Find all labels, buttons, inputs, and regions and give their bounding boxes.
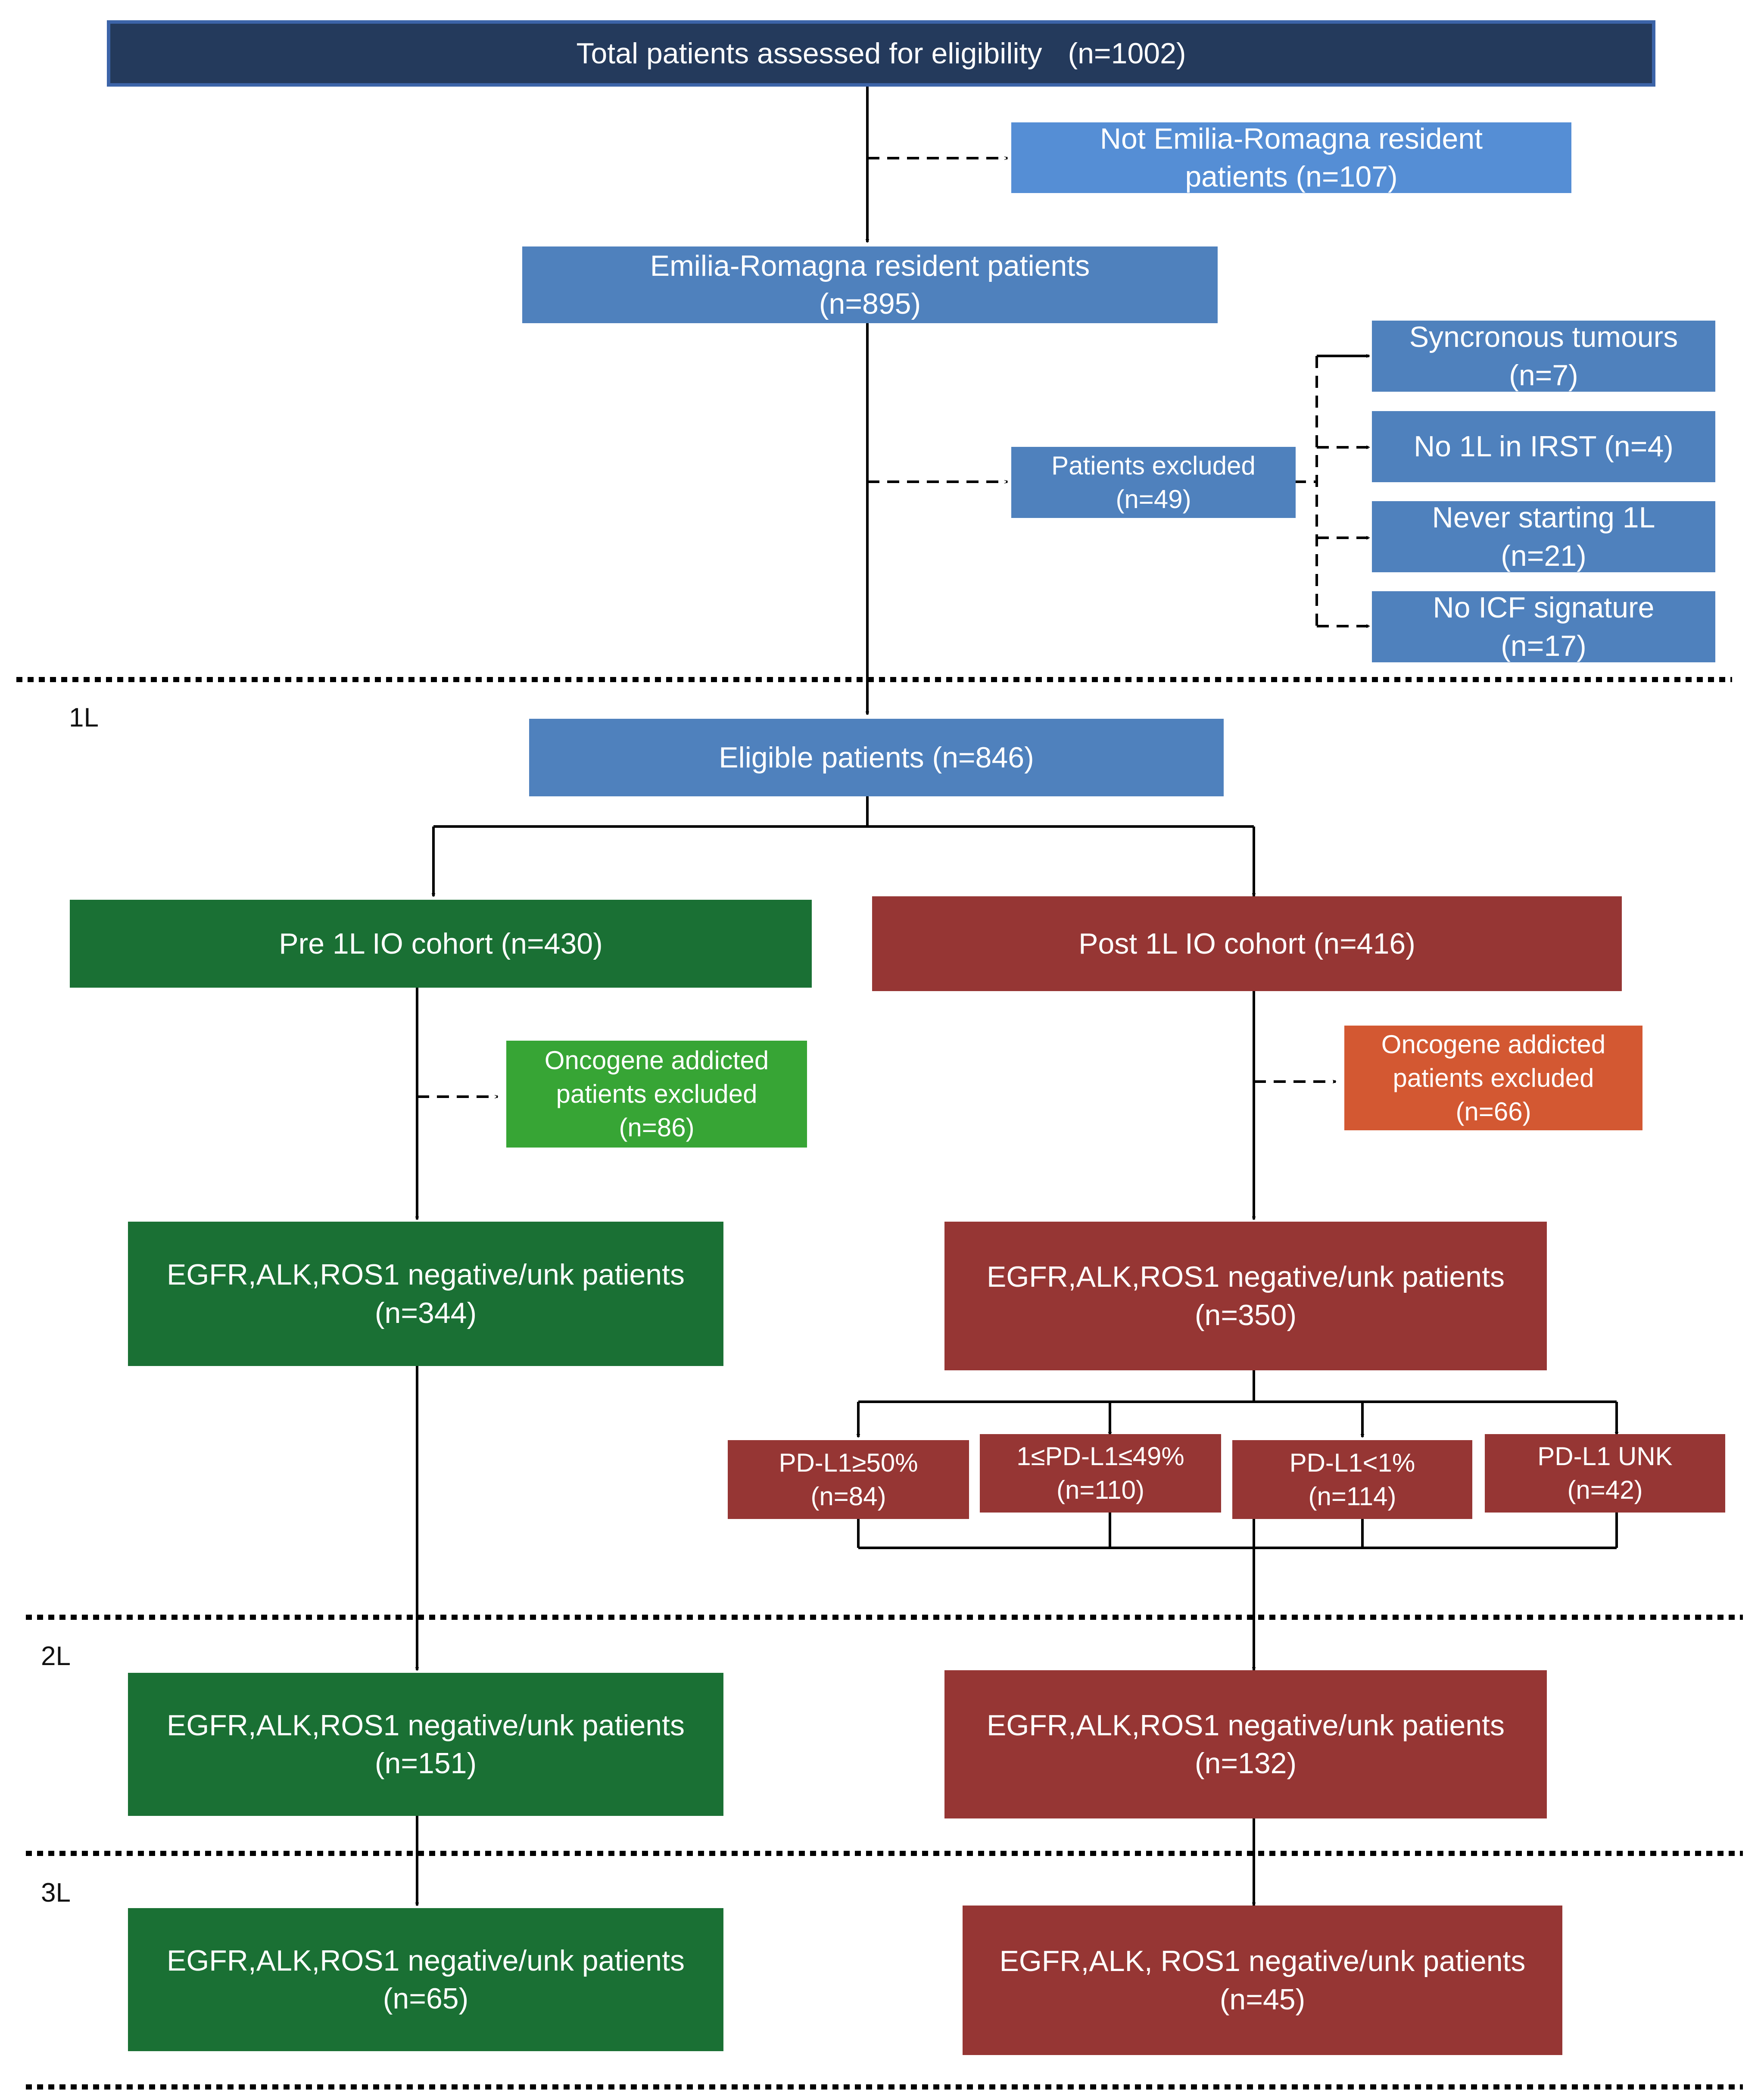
pdl1-unk-line1: PD-L1 UNK xyxy=(1537,1442,1673,1471)
exclusion-syncronous-line2: (n=7) xyxy=(1509,359,1578,392)
level-label-2l: 2L xyxy=(41,1641,71,1671)
not-er-box: Not Emilia-Romagna resident patients (n=… xyxy=(1011,122,1571,193)
pdl1-unk-box: PD-L1 UNK (n=42) xyxy=(1485,1434,1725,1513)
pre-oncogene-excluded-box: Oncogene addicted patients excluded (n=8… xyxy=(506,1041,807,1148)
pdl1-high-box: PD-L1≥50% (n=84) xyxy=(728,1440,969,1519)
post-oncogene-line3: (n=66) xyxy=(1455,1097,1531,1126)
exclusion-no-icf-line2: (n=17) xyxy=(1501,629,1586,662)
post-3l-negative-box: EGFR,ALK, ROS1 negative/unk patients (n=… xyxy=(963,1906,1562,2055)
pre-1l-line1: EGFR,ALK,ROS1 negative/unk patients xyxy=(167,1258,685,1291)
not-er-line2: patients (n=107) xyxy=(1185,160,1398,193)
post-oncogene-excluded-box: Oncogene addicted patients excluded (n=6… xyxy=(1344,1026,1642,1130)
total-assessed-label: Total patients assessed for eligibility xyxy=(576,37,1042,70)
level-label-3l: 3L xyxy=(41,1878,71,1908)
eligible-patients-label: Eligible patients (n=846) xyxy=(719,741,1034,774)
exclusion-never-starting-line1: Never starting 1L xyxy=(1432,501,1655,534)
exclusion-no-1l-box: No 1L in IRST (n=4) xyxy=(1372,411,1715,482)
er-resident-box: Emilia-Romagna resident patients (n=895) xyxy=(522,246,1218,323)
pre-2l-negative-box: EGFR,ALK,ROS1 negative/unk patients (n=1… xyxy=(128,1673,723,1816)
post-1l-line1: EGFR,ALK,ROS1 negative/unk patients xyxy=(987,1260,1505,1294)
post-2l-line2: (n=132) xyxy=(1194,1747,1297,1780)
total-assessed-count: (n=1002) xyxy=(1068,37,1186,70)
pre-oncogene-line2: patients excluded xyxy=(556,1079,757,1108)
post-1l-line2: (n=350) xyxy=(1194,1298,1297,1332)
pre-2l-line2: (n=151) xyxy=(374,1747,477,1780)
pdl1-mid-box: 1≤PD-L1≤49% (n=110) xyxy=(980,1434,1221,1513)
pdl1-low-box: PD-L1<1% (n=114) xyxy=(1232,1440,1472,1519)
pdl1-high-line2: (n=84) xyxy=(810,1481,886,1511)
pdl1-low-line1: PD-L1<1% xyxy=(1289,1448,1415,1477)
pre-oncogene-line3: (n=86) xyxy=(619,1113,695,1142)
pdl1-mid-line1: 1≤PD-L1≤49% xyxy=(1016,1442,1184,1471)
pre-3l-line1: EGFR,ALK,ROS1 negative/unk patients xyxy=(167,1944,685,1977)
er-resident-line1: Emilia-Romagna resident patients xyxy=(650,249,1090,282)
level-label-1l: 1L xyxy=(69,703,99,733)
pdl1-high-line1: PD-L1≥50% xyxy=(779,1448,918,1477)
er-resident-line2: (n=895) xyxy=(819,287,921,320)
pre-3l-line2: (n=65) xyxy=(383,1982,469,2015)
exclusion-syncronous-box: Syncronous tumours (n=7) xyxy=(1372,321,1715,392)
exclusion-no-icf-line1: No ICF signature xyxy=(1433,591,1655,624)
post-oncogene-line2: patients excluded xyxy=(1393,1063,1594,1092)
pre-io-cohort-label: Pre 1L IO cohort (n=430) xyxy=(279,927,603,960)
post-3l-line1: EGFR,ALK, ROS1 negative/unk patients xyxy=(999,1945,1526,1978)
post-2l-negative-box: EGFR,ALK,ROS1 negative/unk patients (n=1… xyxy=(944,1670,1547,1818)
pdl1-low-line2: (n=114) xyxy=(1308,1481,1396,1511)
post-3l-line2: (n=45) xyxy=(1219,1983,1306,2016)
not-er-line1: Not Emilia-Romagna resident xyxy=(1100,122,1483,155)
exclusion-never-starting-box: Never starting 1L (n=21) xyxy=(1372,501,1715,572)
exclusion-no-icf-box: No ICF signature (n=17) xyxy=(1372,591,1715,662)
post-oncogene-line1: Oncogene addicted xyxy=(1381,1029,1606,1059)
pdl1-unk-line2: (n=42) xyxy=(1567,1475,1643,1504)
pre-1l-line2: (n=344) xyxy=(374,1296,477,1329)
exclusion-syncronous-line1: Syncronous tumours xyxy=(1409,321,1678,354)
exclusion-no-1l-line1: No 1L in IRST (n=4) xyxy=(1414,430,1674,463)
pdl1-mid-line2: (n=110) xyxy=(1056,1475,1145,1504)
pre-1l-negative-box: EGFR,ALK,ROS1 negative/unk patients (n=3… xyxy=(128,1222,723,1366)
pre-oncogene-line1: Oncogene addicted xyxy=(544,1046,769,1075)
eligible-patients-box: Eligible patients (n=846) xyxy=(529,719,1224,796)
pre-3l-negative-box: EGFR,ALK,ROS1 negative/unk patients (n=6… xyxy=(128,1908,723,2051)
pre-2l-line1: EGFR,ALK,ROS1 negative/unk patients xyxy=(167,1709,685,1742)
post-1l-negative-box: EGFR,ALK,ROS1 negative/unk patients (n=3… xyxy=(944,1222,1547,1370)
post-io-cohort-label: Post 1L IO cohort (n=416) xyxy=(1078,927,1415,960)
total-assessed-box: Total patients assessed for eligibility … xyxy=(107,20,1655,87)
pre-io-cohort-box: Pre 1L IO cohort (n=430) xyxy=(70,900,812,988)
exclusion-never-starting-line2: (n=21) xyxy=(1501,539,1586,572)
post-io-cohort-box: Post 1L IO cohort (n=416) xyxy=(872,896,1622,991)
patients-excluded-line1: Patients excluded xyxy=(1051,451,1256,480)
patients-excluded-box: Patients excluded (n=49) xyxy=(1011,447,1296,518)
patients-excluded-line2: (n=49) xyxy=(1116,484,1191,514)
post-2l-line1: EGFR,ALK,ROS1 negative/unk patients xyxy=(987,1709,1505,1742)
